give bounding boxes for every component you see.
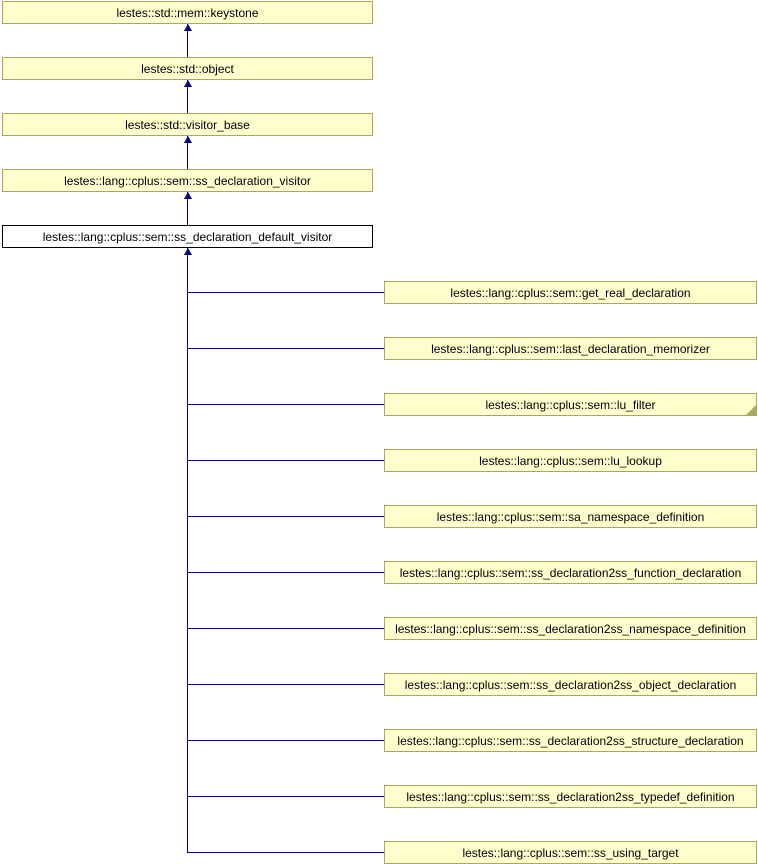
branch-edge bbox=[187, 292, 384, 293]
class-node-sa-namespace-definition[interactable]: lestes::lang::cplus::sem::sa_namespace_d… bbox=[384, 505, 757, 528]
class-node-ss-declaration2ss-typedef-definition[interactable]: lestes::lang::cplus::sem::ss_declaration… bbox=[384, 785, 757, 808]
class-node-ss-declaration2ss-function-declaration[interactable]: lestes::lang::cplus::sem::ss_declaration… bbox=[384, 561, 757, 584]
arrow-up-icon bbox=[184, 24, 192, 31]
arrow-up-icon bbox=[184, 80, 192, 87]
branch-edge bbox=[187, 348, 384, 349]
inheritance-edge bbox=[187, 136, 188, 169]
branch-edge bbox=[187, 572, 384, 573]
class-node-visitor-base[interactable]: lestes::std::visitor_base bbox=[2, 113, 373, 136]
class-node-ss-declaration-default-visitor-focus: lestes::lang::cplus::sem::ss_declaration… bbox=[2, 225, 373, 248]
class-node-lu-lookup[interactable]: lestes::lang::cplus::sem::lu_lookup bbox=[384, 449, 757, 472]
branch-edge bbox=[187, 852, 384, 853]
arrow-up-icon bbox=[184, 192, 192, 199]
class-node-lu-filter-label: lestes::lang::cplus::sem::lu_filter bbox=[485, 397, 656, 412]
branch-edge bbox=[187, 404, 384, 405]
branch-edge bbox=[187, 796, 384, 797]
class-node-ss-declaration2ss-namespace-definition[interactable]: lestes::lang::cplus::sem::ss_declaration… bbox=[384, 617, 757, 640]
class-node-lu-filter[interactable]: lestes::lang::cplus::sem::lu_filter bbox=[384, 393, 757, 416]
branch-edge bbox=[187, 740, 384, 741]
class-node-ss-using-target[interactable]: lestes::lang::cplus::sem::ss_using_targe… bbox=[384, 841, 757, 864]
arrow-up-icon bbox=[184, 248, 192, 255]
class-node-ss-declaration-visitor[interactable]: lestes::lang::cplus::sem::ss_declaration… bbox=[2, 169, 373, 192]
class-node-keystone[interactable]: lestes::std::mem::keystone bbox=[2, 1, 373, 24]
inheritance-edge bbox=[187, 192, 188, 225]
branch-edge bbox=[187, 460, 384, 461]
class-node-ss-declaration2ss-object-declaration[interactable]: lestes::lang::cplus::sem::ss_declaration… bbox=[384, 673, 757, 696]
branch-edge bbox=[187, 628, 384, 629]
truncation-fold-icon bbox=[746, 405, 756, 415]
class-node-ss-declaration2ss-structure-declaration[interactable]: lestes::lang::cplus::sem::ss_declaration… bbox=[384, 729, 757, 752]
inheritance-edge bbox=[187, 80, 188, 113]
branch-edge bbox=[187, 684, 384, 685]
inheritance-edge bbox=[187, 24, 188, 57]
branch-edge bbox=[187, 516, 384, 517]
derived-trunk-edge bbox=[187, 248, 188, 852]
class-node-last-declaration-memorizer[interactable]: lestes::lang::cplus::sem::last_declarati… bbox=[384, 337, 757, 360]
arrow-up-icon bbox=[184, 136, 192, 143]
class-node-object[interactable]: lestes::std::object bbox=[2, 57, 373, 80]
class-node-get-real-declaration[interactable]: lestes::lang::cplus::sem::get_real_decla… bbox=[384, 281, 757, 304]
